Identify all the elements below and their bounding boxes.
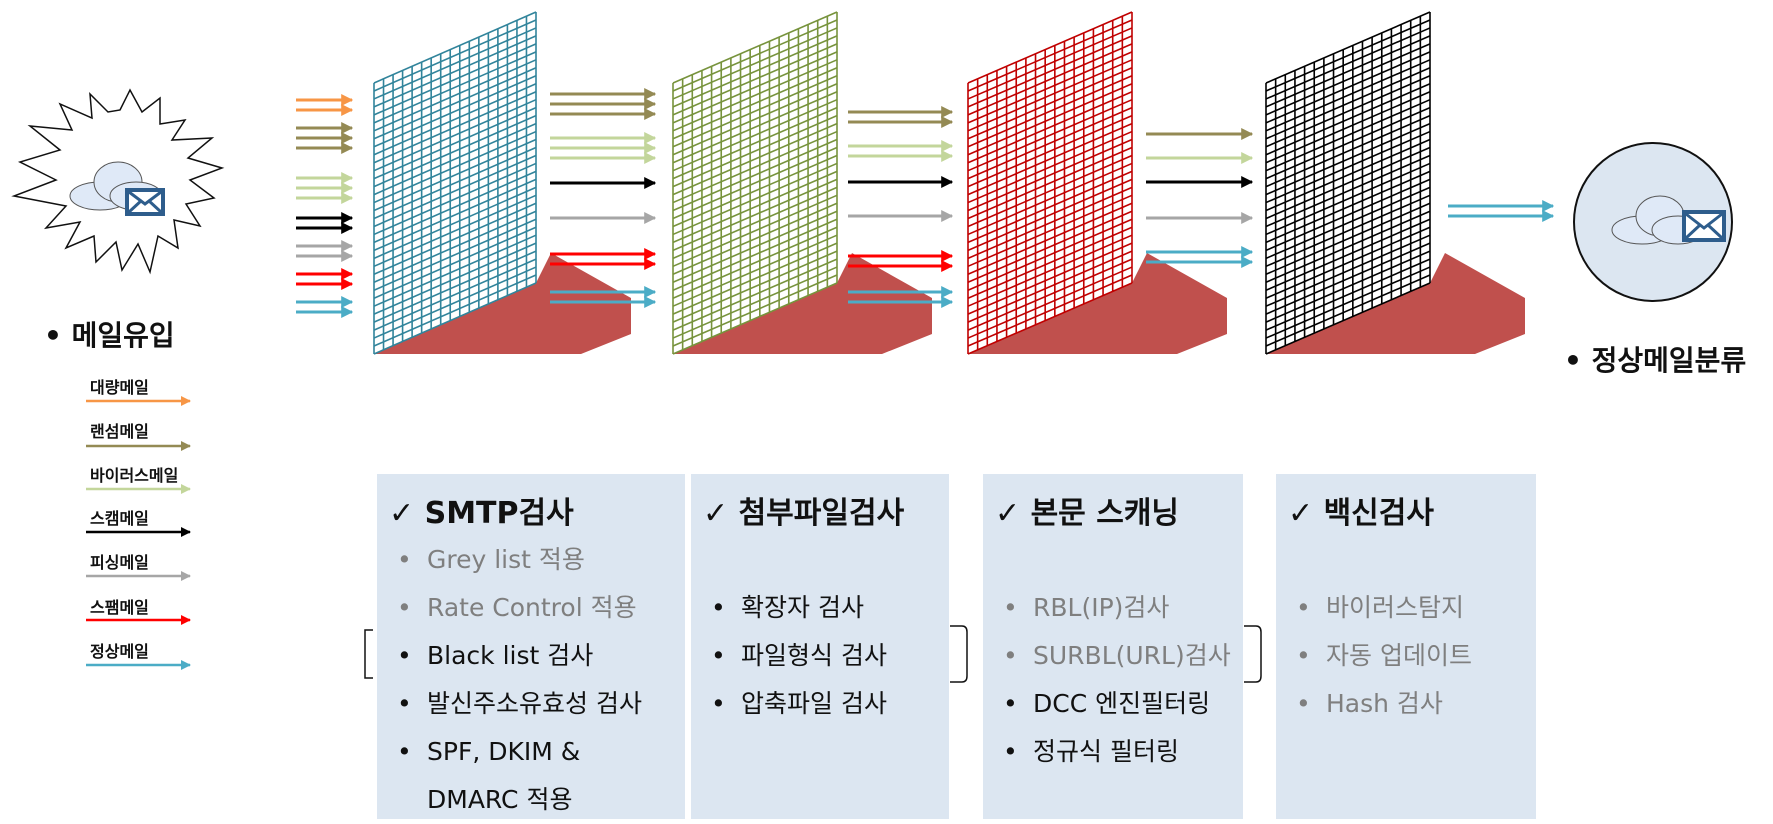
legend-virus-mail: 바이러스메일 <box>90 466 179 485</box>
bracket-panel1-left <box>364 629 373 679</box>
panel-smtp-check: ✓ SMTP검사 Grey list 적용 Rate Control 적용 Bl… <box>377 474 685 819</box>
list-item-continuation: DMARC 적용 <box>427 785 573 814</box>
filter-grid <box>967 11 1133 355</box>
filter-shadow <box>968 253 1227 354</box>
panel-body-scanning: ✓ 본문 스캐닝 RBL(IP)검사 SURBL(URL)검사 DCC 엔진필터… <box>983 474 1243 819</box>
legend-ransom-mail: 랜섬메일 <box>90 422 149 441</box>
panel-antivirus-check: ✓ 백신검사 바이러스탐지 자동 업데이트 Hash 검사 <box>1276 474 1536 819</box>
incoming-mail-icon <box>11 88 225 275</box>
filter-shadow <box>374 253 631 354</box>
list-item: Black list 검사 <box>389 632 685 680</box>
legend-scam-mail: 스캠메일 <box>90 509 149 528</box>
normal-mail-icon <box>1573 142 1733 302</box>
list-item: 바이러스탐지 <box>1288 584 1536 632</box>
list-item: RBL(IP)검사 <box>995 584 1243 632</box>
list-item: 압축파일 검사 <box>703 680 949 728</box>
panel-title: ✓ SMTP검사 <box>389 496 574 531</box>
legend-normal-mail: 정상메일 <box>90 642 149 661</box>
list-item: Rate Control 적용 <box>389 584 685 632</box>
list-item: DCC 엔진필터링 <box>995 680 1243 728</box>
list-item: 정규식 필터링 <box>995 728 1243 776</box>
filter-grid <box>1265 11 1431 355</box>
list-item: SPF, DKIM & <box>389 728 685 776</box>
legend-bulk-mail: 대량메일 <box>90 378 149 397</box>
list-item: Hash 검사 <box>1288 680 1536 728</box>
list-item: SURBL(URL)검사 <box>995 632 1243 680</box>
filter-grid <box>373 11 537 355</box>
filter-shadow <box>673 253 932 354</box>
list-item: 파일형식 검사 <box>703 632 949 680</box>
legend-phishing-mail: 피싱메일 <box>90 553 149 572</box>
list-item: Grey list 적용 <box>389 536 685 584</box>
normal-mail-label: • 정상메일분류 <box>1564 344 1747 377</box>
bracket-panel2-right <box>950 625 968 683</box>
list-item: 발신주소유효성 검사 <box>389 680 685 728</box>
panel-title: ✓ 백신검사 <box>1288 496 1434 531</box>
incoming-mail-label: • 메일유입 <box>44 319 175 352</box>
list-item: 자동 업데이트 <box>1288 632 1536 680</box>
bracket-panel3-right <box>1244 625 1262 683</box>
panel-title: ✓ 본문 스캐닝 <box>995 496 1180 531</box>
list-item: 확장자 검사 <box>703 584 949 632</box>
filter-grid <box>672 11 838 355</box>
panel-attachment-check: ✓ 첨부파일검사 확장자 검사 파일형식 검사 압축파일 검사 <box>691 474 949 819</box>
filter-shadow <box>1266 253 1525 354</box>
legend-spam-mail: 스팸메일 <box>90 598 149 617</box>
panel-title: ✓ 첨부파일검사 <box>703 496 905 531</box>
